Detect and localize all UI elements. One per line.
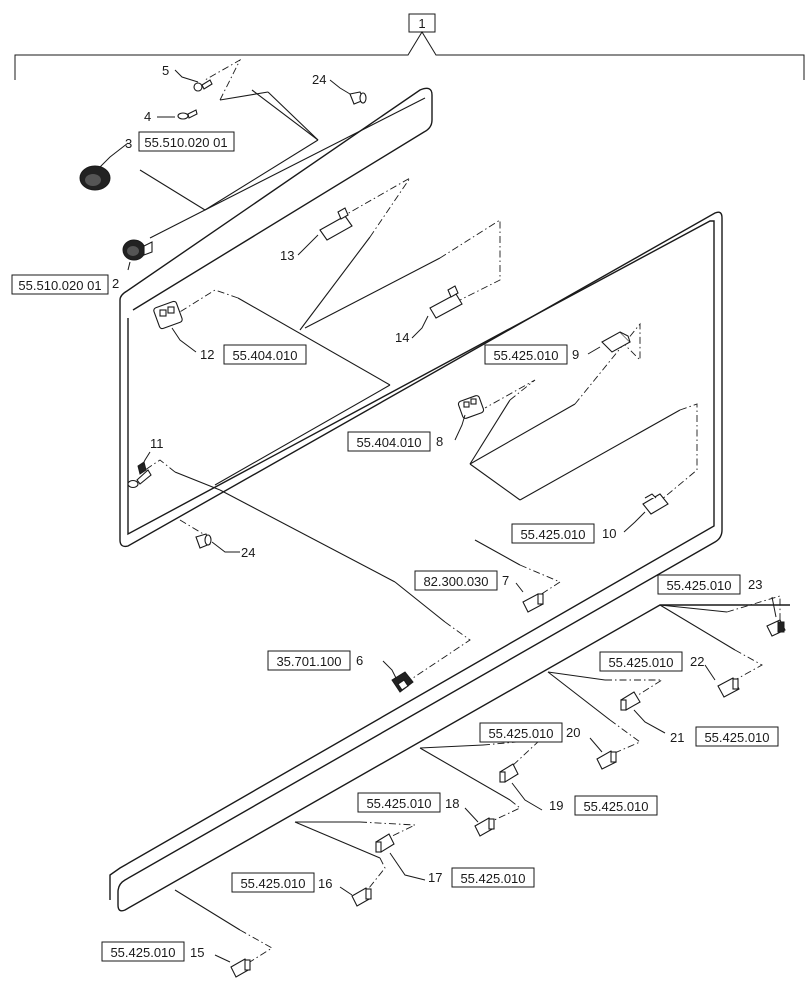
ref-3: 55.510.020 01 bbox=[144, 135, 227, 150]
grommet-3 bbox=[79, 165, 111, 191]
callout-7: 7 bbox=[502, 573, 509, 588]
callout-5: 5 bbox=[162, 63, 169, 78]
main-item-bracket: 1 bbox=[14, 13, 805, 80]
callout-6: 6 bbox=[356, 653, 363, 668]
parts bbox=[79, 79, 786, 978]
ref-12: 55.404.010 bbox=[232, 348, 297, 363]
callout-23: 23 bbox=[748, 577, 762, 592]
plug-18 bbox=[474, 817, 495, 837]
ref-16: 55.425.010 bbox=[240, 876, 305, 891]
ref-22: 55.425.010 bbox=[608, 655, 673, 670]
plug-21 bbox=[620, 691, 641, 711]
grommet-2 bbox=[122, 239, 153, 261]
connector-6 bbox=[391, 671, 414, 693]
callout-22: 22 bbox=[690, 654, 704, 669]
callout-11: 11 bbox=[150, 436, 164, 451]
callout-19: 19 bbox=[549, 798, 563, 813]
plug-7 bbox=[522, 593, 544, 613]
connector-12 bbox=[153, 300, 183, 330]
ref-6: 35.701.100 bbox=[276, 654, 341, 669]
plug-20 bbox=[596, 750, 617, 770]
callout-numbers: 5 24 4 3 2 13 14 12 9 8 11 10 24 7 23 6 … bbox=[112, 63, 762, 960]
cap-24-lower bbox=[195, 533, 212, 549]
ref-20: 55.425.010 bbox=[488, 726, 553, 741]
callout-24-upper: 24 bbox=[312, 72, 326, 87]
plug-23 bbox=[766, 619, 786, 637]
ref-17: 55.425.010 bbox=[460, 871, 525, 886]
callout-18: 18 bbox=[445, 796, 459, 811]
callout-12: 12 bbox=[200, 347, 214, 362]
ref-2: 55.510.020 01 bbox=[18, 278, 101, 293]
leader-lines bbox=[99, 69, 777, 963]
dashed-connection-lines bbox=[144, 58, 781, 966]
ref-8: 55.404.010 bbox=[356, 435, 421, 450]
main-item-number: 1 bbox=[418, 16, 425, 31]
ref-7: 82.300.030 bbox=[423, 574, 488, 589]
callout-8: 8 bbox=[436, 434, 443, 449]
callout-15: 15 bbox=[190, 945, 204, 960]
callout-20: 20 bbox=[566, 725, 580, 740]
plug-22 bbox=[717, 677, 740, 698]
plug-15 bbox=[230, 958, 251, 978]
plug-19 bbox=[499, 763, 519, 783]
ref-19: 55.425.010 bbox=[583, 799, 648, 814]
ring-terminal-11 bbox=[127, 461, 152, 489]
callout-9: 9 bbox=[572, 347, 579, 362]
ring-terminal-4 bbox=[177, 109, 198, 120]
plug-16 bbox=[351, 887, 372, 907]
plug-17 bbox=[375, 833, 395, 853]
terminal-14 bbox=[429, 285, 463, 319]
callout-21: 21 bbox=[670, 730, 684, 745]
callout-17: 17 bbox=[428, 870, 442, 885]
connector-9 bbox=[601, 331, 631, 353]
ref-10: 55.425.010 bbox=[520, 527, 585, 542]
cap-24-upper bbox=[349, 91, 367, 105]
callout-2: 2 bbox=[112, 276, 119, 291]
callout-16: 16 bbox=[318, 876, 332, 891]
ref-18: 55.425.010 bbox=[366, 796, 431, 811]
reference-boxes: 55.510.020 01 55.510.020 01 55.404.010 5… bbox=[11, 131, 779, 962]
callout-14: 14 bbox=[395, 330, 409, 345]
callout-24-lower: 24 bbox=[241, 545, 255, 560]
ring-terminal-5 bbox=[193, 79, 213, 92]
connector-8 bbox=[457, 395, 485, 419]
terminal-13 bbox=[319, 207, 353, 241]
callout-10: 10 bbox=[602, 526, 616, 541]
ref-9: 55.425.010 bbox=[493, 348, 558, 363]
ref-15: 55.425.010 bbox=[110, 945, 175, 960]
ref-23: 55.425.010 bbox=[666, 578, 731, 593]
callout-4: 4 bbox=[144, 109, 151, 124]
connector-10 bbox=[642, 493, 669, 515]
callout-3: 3 bbox=[125, 136, 132, 151]
harness-wires bbox=[109, 87, 790, 931]
ref-21: 55.425.010 bbox=[704, 730, 769, 745]
callout-13: 13 bbox=[280, 248, 294, 263]
